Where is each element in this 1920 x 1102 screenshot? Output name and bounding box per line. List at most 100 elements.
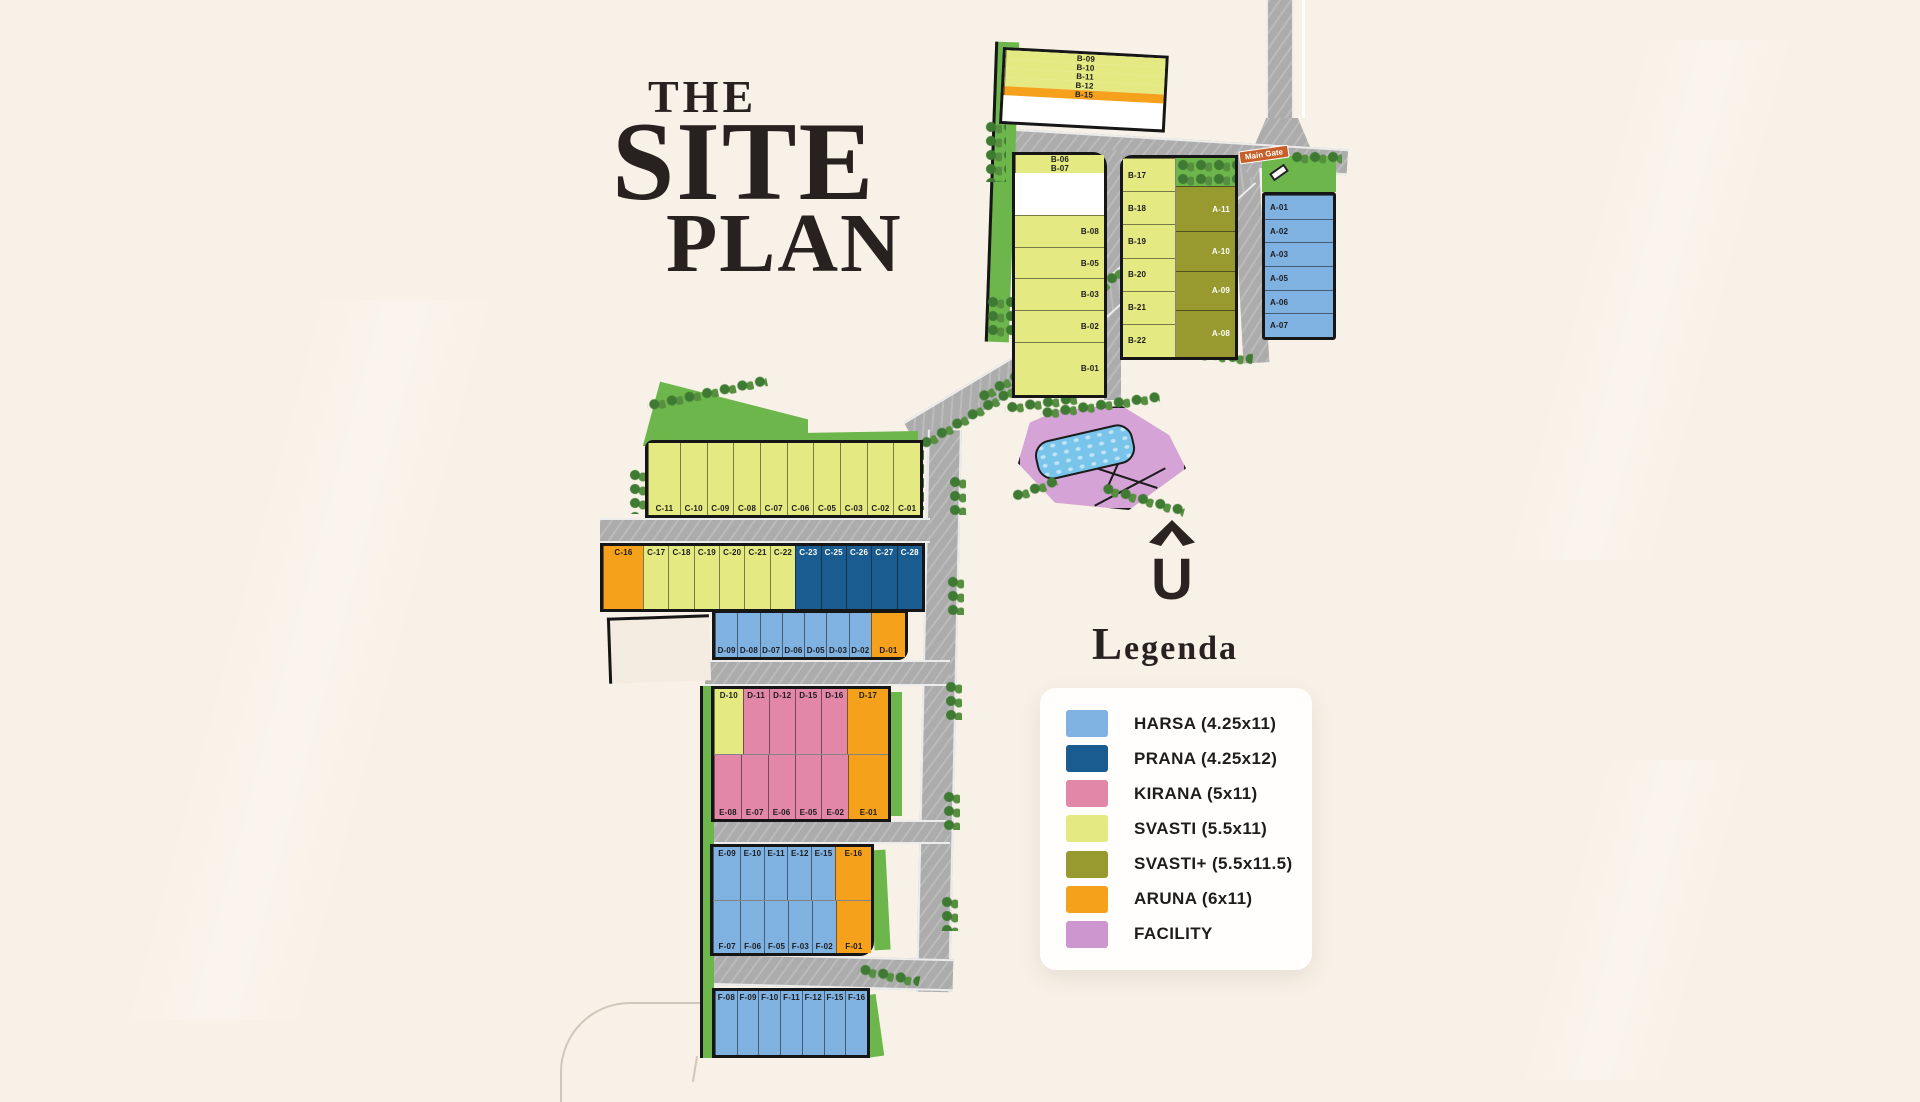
green-patch (1176, 158, 1235, 186)
legend-item: ARUNA (6x11) (1066, 885, 1286, 913)
lot-label: A-05 (1270, 273, 1289, 283)
lot: B-05 (1015, 246, 1104, 279)
legend-item: SVASTI+ (5.5x11.5) (1066, 850, 1292, 878)
lot: C-07 (759, 443, 787, 515)
lot: D-10 (714, 689, 743, 754)
lot: C-20 (719, 546, 745, 609)
lot: E-16 (834, 847, 872, 900)
lot-label: F-08 (717, 993, 735, 1002)
lot-label: A-09 (1211, 286, 1230, 296)
lot-label: F-12 (804, 993, 822, 1002)
lot-label: E-01 (859, 808, 878, 817)
lot: D-12 (768, 689, 795, 754)
lot: F-02 (811, 900, 836, 953)
lot: A-02 (1265, 218, 1333, 243)
legend-swatch (1066, 710, 1108, 737)
legend-swatch (1066, 815, 1108, 843)
legend-heading: Legenda (1092, 619, 1239, 669)
title-line-site: SITE (612, 100, 876, 225)
lot: E-06 (767, 754, 795, 819)
lot-label: B-01 (1080, 364, 1099, 374)
lot-label: B-02 (1080, 321, 1099, 331)
page-title: THE SITE PLAN (612, 73, 903, 285)
lot: E-11 (763, 847, 788, 900)
lot-label: B-20 (1128, 270, 1147, 280)
lot: D-11 (742, 689, 769, 754)
trees (944, 680, 962, 720)
lot: F-15 (823, 991, 846, 1055)
curb-line (1302, 0, 1305, 118)
lot: D-07 (759, 613, 782, 657)
road-c1-c2 (600, 518, 930, 543)
lot-label: A-06 (1270, 297, 1289, 307)
lot-label: B-22 (1128, 336, 1147, 346)
lot: D-01 (870, 613, 905, 657)
background-streak (1380, 40, 1920, 560)
lot: C-01 (893, 443, 921, 515)
green-strip (700, 686, 714, 1058)
lot: C-06 (786, 443, 814, 515)
legend-swatch (1066, 885, 1108, 913)
lot-label: A-07 (1270, 321, 1289, 331)
lot-label: C-07 (764, 504, 783, 513)
lot: C-08 (733, 443, 760, 515)
legend-item: PRANA (4.25x12) (1066, 745, 1286, 773)
lot: C-11 (648, 443, 680, 515)
lot: C-17 (642, 546, 669, 609)
lot: F-03 (788, 900, 812, 953)
lot: F-10 (758, 991, 781, 1055)
lot: C-26 (845, 546, 872, 609)
lot-label: D-01 (879, 646, 898, 655)
legend-label: FACILITY (1134, 924, 1213, 944)
lot-label: C-18 (672, 548, 691, 557)
lot-label: B-06 (1050, 155, 1070, 164)
lot-label: C-16 (614, 548, 633, 557)
lot: C-10 (679, 443, 707, 515)
lot: B-08 (1015, 215, 1104, 247)
lot-label: C-11 (655, 504, 674, 513)
legend-card: HARSA (4.25x11) PRANA (4.25x12) KIRANA (… (1040, 688, 1312, 970)
lot-label: B-17 (1128, 170, 1147, 180)
lot: B-02 (1015, 310, 1104, 342)
lot-label: A-11 (1212, 204, 1230, 214)
lot-label: D-10 (719, 691, 738, 700)
lot-label: D-03 (828, 646, 848, 655)
lot: A-10 (1176, 231, 1235, 271)
lot-label: E-12 (790, 849, 809, 858)
legend-item: HARSA (4.25x11) (1066, 710, 1286, 737)
trees (984, 120, 1006, 182)
lot: D-03 (826, 613, 849, 657)
lot-label: B-05 (1080, 258, 1099, 268)
lot-label: C-02 (871, 504, 890, 513)
lot-label: C-20 (723, 548, 742, 557)
lot-label: B-08 (1080, 226, 1099, 236)
lot-label: C-03 (844, 504, 863, 513)
lot-label: C-08 (737, 504, 757, 513)
lot-label: D-15 (799, 691, 818, 700)
lot: F-01 (835, 900, 871, 953)
legend-swatch (1066, 850, 1108, 878)
lot: A-07 (1265, 313, 1333, 338)
lot-label: E-02 (826, 808, 845, 817)
legend-item: FACILITY (1066, 920, 1286, 948)
lot: B-07 (1015, 164, 1104, 173)
background-streak (0, 300, 620, 1020)
lot: F-12 (801, 991, 824, 1055)
lot: A-06 (1265, 289, 1333, 314)
lot-label: E-15 (814, 849, 833, 858)
lot: C-22 (769, 546, 796, 609)
legend-label: PRANA (4.25x12) (1134, 748, 1278, 768)
lot: E-01 (848, 754, 888, 819)
lot: E-09 (713, 847, 741, 900)
lot-label: D-17 (858, 691, 878, 700)
